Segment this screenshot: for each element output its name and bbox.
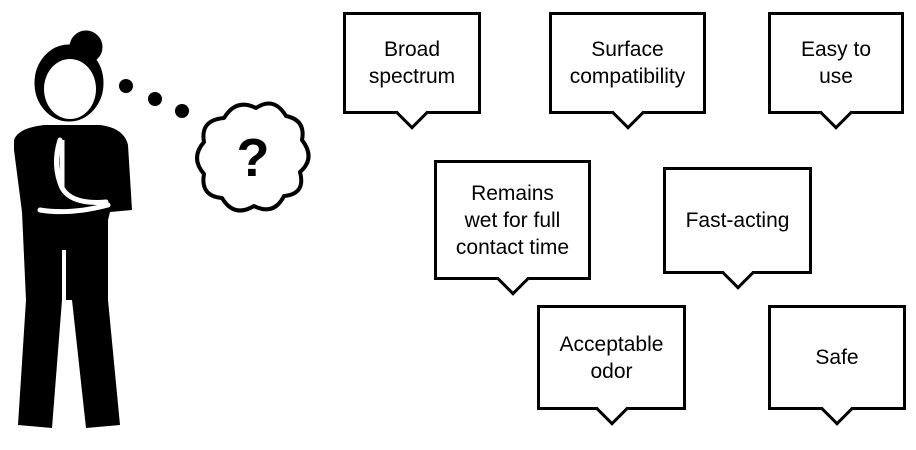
thought-dots (119, 79, 189, 118)
bubble-label: Surface compatibility (569, 38, 686, 88)
bubble-label: Acceptable odor (559, 332, 664, 383)
bubble-safe: Safe (768, 305, 906, 410)
bubble-easy-to-use: Easy to use (768, 12, 904, 114)
thought-cloud-icon: ? (195, 101, 311, 213)
bubble-label: Fast-acting (685, 209, 790, 232)
bubble-broad-spectrum: Broad spectrum (343, 12, 481, 114)
bubble-label: Easy to use (800, 38, 872, 88)
bubble-label: Safe (815, 346, 859, 369)
bubble-acceptable-odor: Acceptable odor (537, 305, 686, 410)
bubble-surface-compatibility: Surface compatibility (549, 12, 706, 114)
bubble-remains-wet: Remains wet for full contact time (434, 160, 591, 280)
bubble-label: Remains wet for full contact time (455, 181, 570, 259)
bubble-fast-acting: Fast-acting (663, 167, 812, 274)
question-mark-icon: ? (237, 128, 270, 188)
thinking-person-icon (14, 30, 132, 428)
bubble-label: Broad spectrum (368, 38, 456, 88)
